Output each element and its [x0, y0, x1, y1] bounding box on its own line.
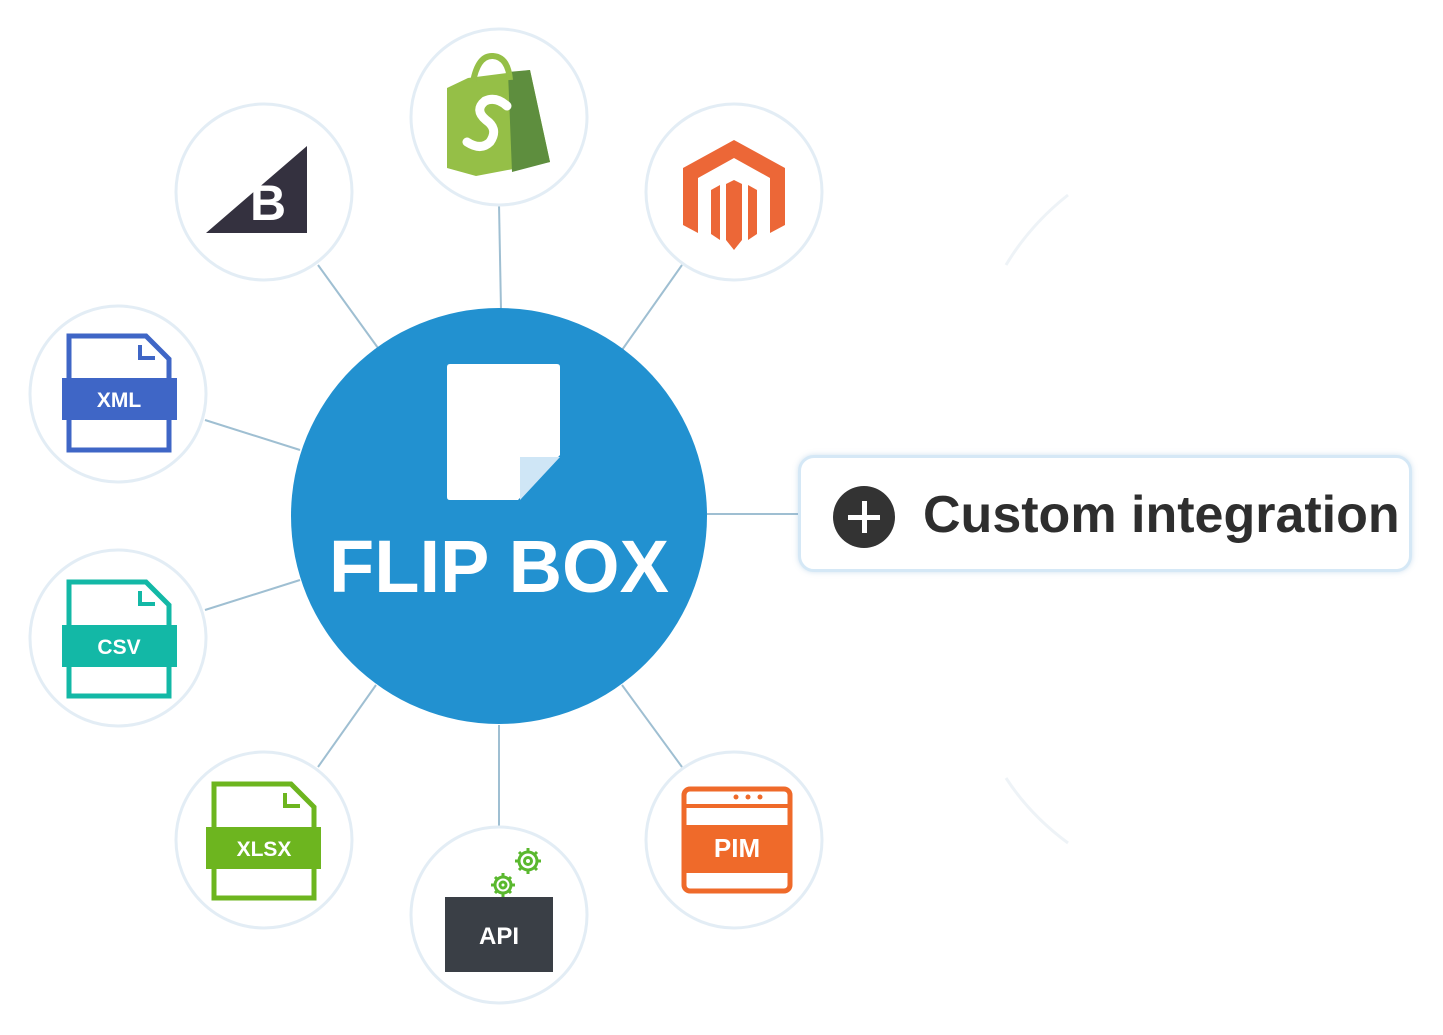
browser-window-icon [681, 786, 793, 894]
flipbox-hub[interactable]: FLIP BOX [291, 308, 707, 724]
api-label: API [479, 923, 519, 950]
csv-file-icon [62, 579, 177, 699]
node-shopify[interactable] [409, 27, 589, 207]
xlsx-file-icon [206, 781, 321, 901]
node-pim[interactable]: PIM [644, 750, 824, 930]
xlsx-label: XLSX [237, 838, 292, 861]
custom-integration-label: Custom integration [923, 486, 1400, 544]
shopify-icon [447, 53, 550, 176]
node-xlsx[interactable]: XLSX [174, 750, 354, 930]
node-csv[interactable]: CSV [28, 548, 208, 728]
xml-file-icon [62, 333, 177, 453]
connectors [204, 203, 798, 828]
gear-icon [491, 848, 541, 897]
pim-label: PIM [714, 833, 760, 863]
hub-title: FLIP BOX [329, 525, 669, 608]
csv-label: CSV [97, 636, 140, 659]
document-icon [447, 364, 560, 500]
magento-icon [683, 140, 785, 250]
custom-integration-button[interactable]: Custom integration [798, 455, 1412, 572]
node-xml[interactable]: XML [28, 304, 208, 484]
decorative-arc-top [1004, 193, 1069, 266]
xml-label: XML [97, 389, 142, 412]
node-bigcommerce[interactable]: B [174, 102, 354, 282]
plus-icon [833, 486, 895, 548]
api-box [445, 897, 553, 972]
node-api[interactable]: API [409, 825, 589, 1005]
bigcommerce-icon: B [206, 146, 307, 233]
svg-text:B: B [250, 175, 286, 231]
node-magento[interactable] [644, 102, 824, 282]
decorative-arc-bottom [1004, 777, 1069, 845]
